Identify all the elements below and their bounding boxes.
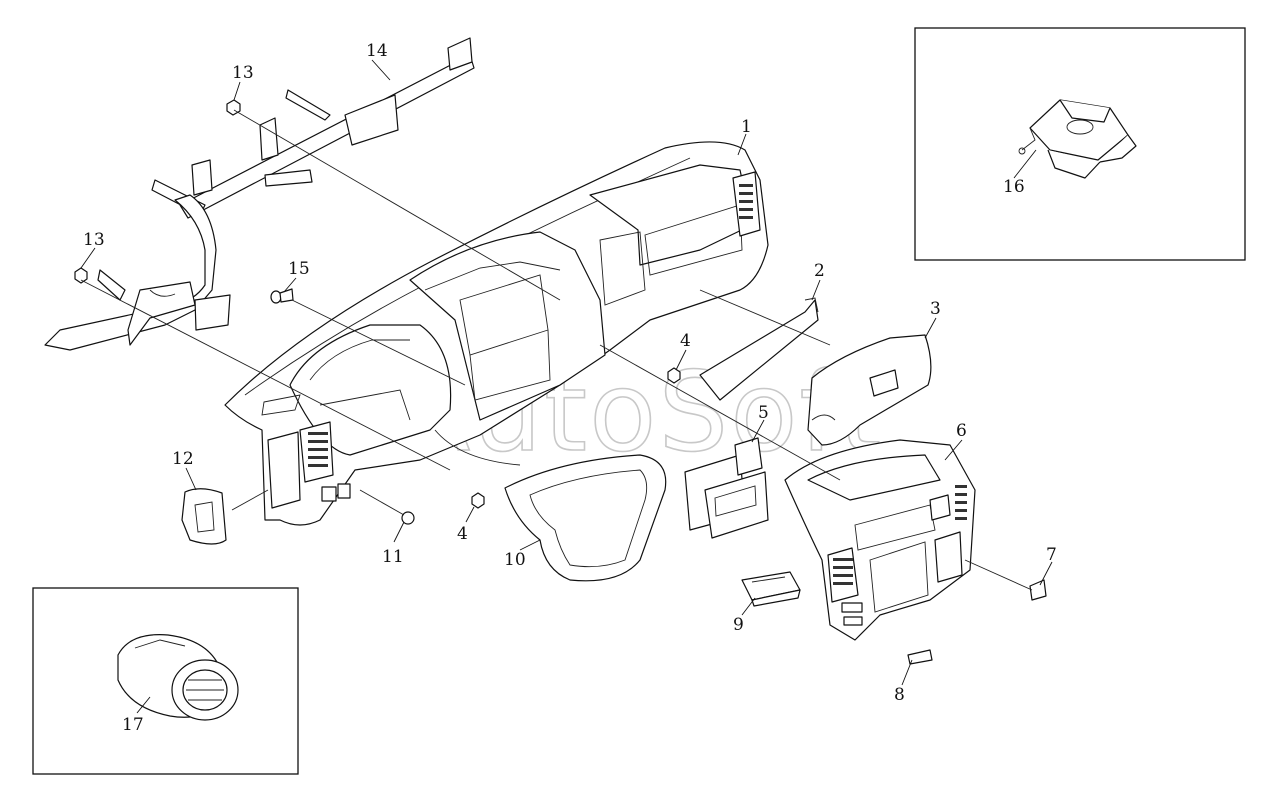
part-4-fastener-b [471, 492, 485, 509]
part-15-screw [270, 288, 294, 304]
callout-6: 6 [956, 421, 967, 441]
inset-box-clip [914, 27, 1246, 261]
part-17-round-vent [117, 634, 239, 721]
callout-10: 10 [504, 550, 526, 570]
callout-11: 11 [382, 547, 404, 567]
part-13-nut-lower [74, 267, 88, 284]
callout-12: 12 [172, 449, 194, 469]
part-9-ashtray [741, 571, 801, 607]
leader-16 [1013, 149, 1037, 179]
inset-box-vent [32, 587, 299, 775]
callout-2: 2 [814, 261, 825, 281]
callout-15: 15 [288, 259, 310, 279]
part-14-cross-beam [44, 37, 475, 351]
callout-7: 7 [1046, 545, 1057, 565]
part-11-plug [401, 511, 415, 525]
callout-labels: 1 2 3 4 4 5 6 7 8 9 10 11 12 13 13 14 15… [83, 41, 1057, 735]
callout-1: 1 [741, 117, 752, 137]
leader-17 [136, 696, 151, 714]
callout-5: 5 [758, 403, 769, 423]
callout-14: 14 [366, 41, 388, 61]
part-16-spring-clip [1018, 99, 1137, 179]
part-12-side-cover [181, 488, 227, 545]
part-1-instrument-panel [224, 141, 769, 526]
callout-4a: 4 [680, 331, 691, 351]
part-5-radio-bracket [684, 437, 769, 539]
part-7-trim-cap [1029, 579, 1047, 601]
part-10-cluster-bezel [504, 454, 667, 582]
callout-13a: 13 [232, 63, 254, 83]
part-2-glove-box-inner [699, 297, 819, 401]
part-4-fastener-a [667, 367, 681, 384]
part-8-trim-cap [907, 649, 933, 665]
callout-8: 8 [894, 685, 905, 705]
part-6-center-panel [784, 439, 976, 641]
callout-9: 9 [733, 615, 744, 635]
part-3-glove-box-door [807, 334, 932, 446]
callout-3: 3 [930, 299, 941, 319]
leader-lines [80, 59, 1053, 686]
callout-16: 16 [1003, 177, 1025, 197]
callout-13b: 13 [83, 230, 105, 250]
callout-4b: 4 [457, 524, 468, 544]
callout-17: 17 [122, 715, 144, 735]
